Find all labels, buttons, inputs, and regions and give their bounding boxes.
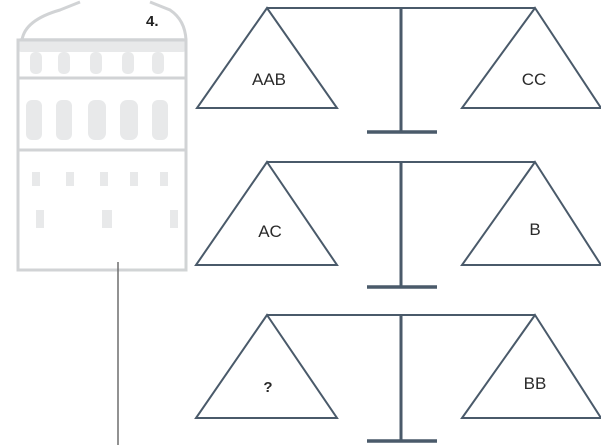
left-pan-label: AC: [258, 222, 282, 241]
tower-watermark: [16, 0, 188, 445]
left-pan: [194, 313, 339, 419]
balance-scale-2: AC B: [194, 160, 601, 289]
right-pan-label: B: [529, 220, 540, 239]
right-pan: [460, 313, 601, 419]
right-pan: [460, 6, 601, 109]
left-pan-label: AAB: [252, 70, 286, 89]
right-pan-label: BB: [524, 374, 547, 393]
question-number: 4.: [146, 13, 159, 30]
left-pan-label: ?: [263, 379, 272, 396]
right-pan-label: CC: [522, 70, 547, 89]
right-pan: [460, 160, 601, 266]
balance-scale-1: AAB CC: [195, 6, 601, 134]
left-pan: [194, 160, 339, 266]
balance-scale-3: ? BB: [194, 313, 601, 443]
left-pan: [195, 6, 339, 109]
